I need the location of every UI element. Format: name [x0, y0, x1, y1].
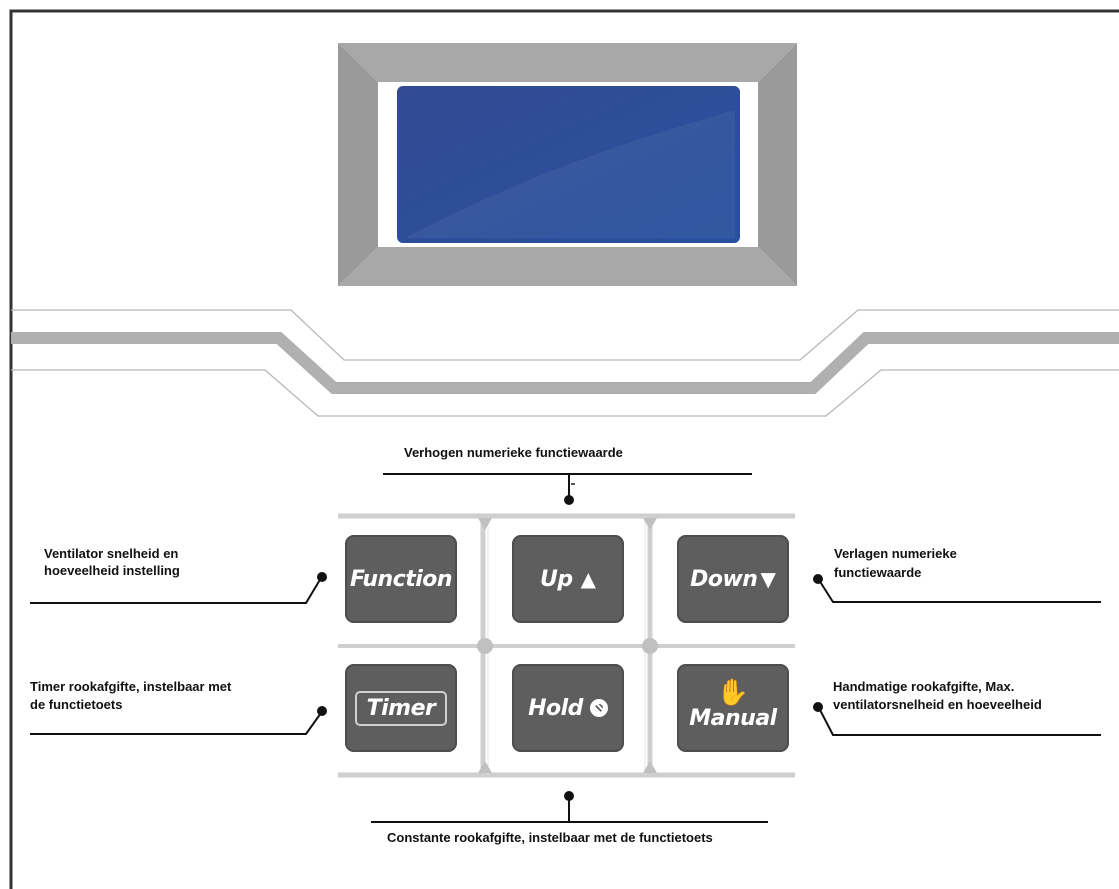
hold-button-label: Hold — [528, 695, 583, 721]
manual-leader-line — [818, 707, 1101, 736]
down-button[interactable]: Down ▼ — [677, 535, 789, 623]
down-triangle-icon: ▼ — [760, 567, 776, 591]
timer-description-line1: Timer rookafgifte, instelbaar met — [30, 679, 232, 694]
timer-button-label: Timer — [366, 695, 436, 721]
manual-button[interactable]: ✋ Manual — [677, 664, 789, 752]
leader-dots — [317, 495, 823, 801]
down-description-line2: functiewaarde — [834, 565, 922, 580]
function-button[interactable]: Function — [345, 535, 457, 623]
timer-description-line2: de functietoets — [30, 697, 123, 712]
function-description-line2: hoeveelheid instelling — [44, 563, 180, 578]
hold-disc-icon — [589, 699, 608, 717]
up-button-label: Up — [539, 566, 573, 592]
function-description-line1: Ventilator snelheid en — [44, 546, 179, 561]
timer-leader-line — [30, 712, 322, 735]
hold-button[interactable]: Hold — [512, 664, 624, 752]
hand-icon: ✋ — [716, 677, 750, 708]
timer-button-border: Timer — [354, 690, 448, 726]
up-description: Verhogen numerieke functiewaarde — [404, 445, 623, 460]
leader-lines — [30, 473, 1101, 823]
panel-frame — [9, 9, 1119, 889]
hold-description: Constante rookafgifte, instelbaar met de… — [387, 830, 713, 845]
function-leader-line — [30, 577, 322, 604]
grid-nodes — [477, 518, 658, 773]
lcd-screen — [397, 86, 740, 243]
timer-button[interactable]: Timer — [345, 664, 457, 752]
down-leader-line — [818, 579, 1101, 603]
small-mark — [571, 483, 575, 485]
lcd-glare — [405, 110, 735, 238]
manual-description-line2: ventilatorsnelheid en hoeveelheid — [833, 697, 1042, 712]
circuit-traces — [11, 309, 1119, 417]
function-button-label: Function — [349, 566, 453, 592]
up-button[interactable]: Up ▲ — [512, 535, 624, 623]
up-triangle-icon: ▲ — [580, 567, 596, 591]
manual-button-label: Manual — [689, 705, 777, 731]
down-button-label: Down — [690, 566, 758, 592]
down-description-line1: Verlagen numerieke — [834, 546, 957, 561]
manual-description-line1: Handmatige rookafgifte, Max. — [833, 679, 1015, 694]
